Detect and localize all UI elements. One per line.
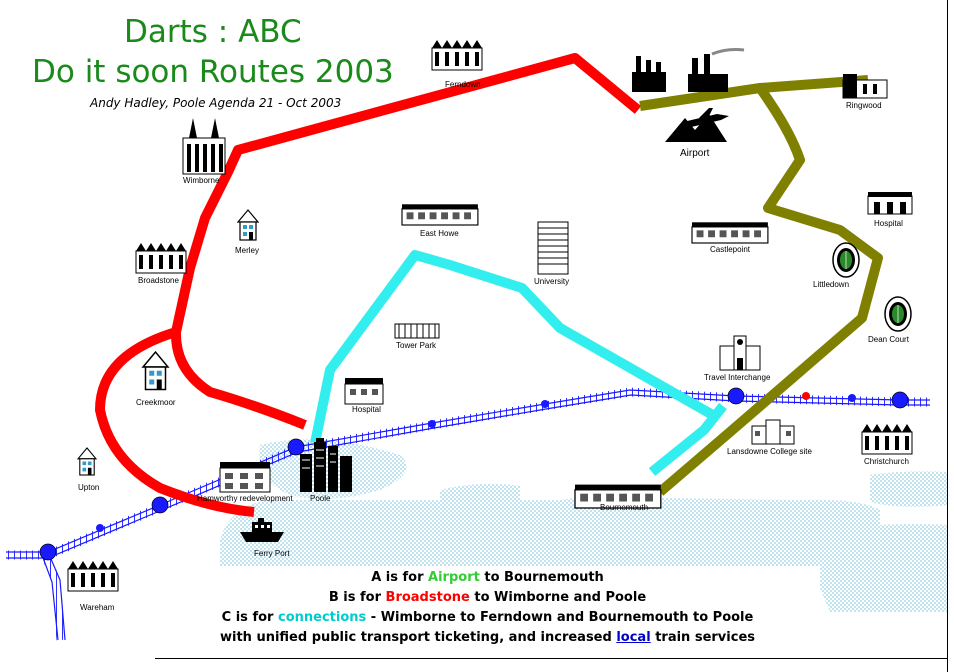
station-small-red — [802, 392, 810, 400]
label-lansdowne: Lansdowne College site — [727, 447, 812, 456]
building-icon — [431, 39, 483, 71]
legend-line-a: A is for Airport to Bournemouth — [155, 570, 820, 585]
legend-c-key: connections — [277, 610, 367, 625]
label-creekmoor: Creekmoor — [136, 398, 176, 407]
station-hamworthy — [151, 496, 169, 514]
legend-d-suffix: train services — [655, 630, 755, 645]
route-a-line — [639, 75, 883, 496]
label-bournemouth: Bournemouth — [600, 503, 649, 512]
label-hospital-east: Hospital — [874, 219, 903, 228]
legend-a-prefix: A is for — [371, 570, 424, 585]
label-east-howe: East Howe — [420, 229, 459, 238]
legend-b-prefix: B is for — [328, 590, 381, 605]
cathedral-icon — [182, 118, 226, 175]
route-b-line — [95, 53, 642, 517]
label-wimborne: Wimborne — [183, 176, 220, 185]
label-ferry-port: Ferry Port — [254, 549, 290, 558]
building-icon — [67, 560, 119, 592]
office-tower-icon — [719, 335, 761, 371]
legend-b-suffix: to Wimborne and Poole — [474, 590, 647, 605]
label-ringwood: Ringwood — [846, 101, 882, 110]
label-christchurch: Christchurch — [864, 457, 909, 466]
office-tower-icon — [537, 221, 569, 275]
station-christchurch — [891, 391, 909, 409]
ringwood-building-icon — [842, 74, 888, 99]
office-tower-icon — [300, 438, 352, 492]
label-broadstone: Broadstone — [138, 276, 179, 285]
label-castlepoint: Castlepoint — [710, 245, 751, 254]
airplane-icon — [665, 108, 729, 142]
house-icon — [77, 447, 97, 476]
legend-d-prefix: with unified public transport ticketing,… — [219, 630, 612, 645]
legend-local-link[interactable]: local — [616, 630, 651, 645]
station-poole — [287, 438, 305, 456]
label-merley: Merley — [235, 246, 260, 255]
label-poole: Poole — [310, 494, 331, 503]
house-icon — [142, 351, 169, 391]
building-icon — [751, 419, 795, 445]
label-upton: Upton — [78, 483, 100, 492]
label-ferndown: Ferndown — [445, 80, 481, 89]
station-small-4 — [848, 394, 856, 402]
label-littledown: Littledown — [813, 280, 850, 289]
label-hospital-poole: Hospital — [352, 405, 381, 414]
frame-edge-bottom — [155, 658, 947, 659]
frame-edge-right — [947, 0, 948, 672]
label-university: University — [534, 277, 570, 286]
building-icon — [344, 378, 384, 405]
stadium-icon — [832, 242, 860, 278]
station-small-2 — [428, 420, 436, 428]
building-icon — [219, 462, 271, 493]
legend-c-suffix: - Wimborne to Ferndown and Bournemouth t… — [370, 610, 754, 625]
legend-a-key: Airport — [428, 570, 480, 585]
building-icon — [394, 323, 440, 339]
legend-b-key: Broadstone — [385, 590, 470, 605]
building-icon — [691, 221, 769, 244]
ferry-icon — [240, 518, 284, 542]
building-icon — [861, 423, 913, 455]
legend-box: A is for Airport to Bournemouth B is for… — [155, 566, 820, 658]
station-small-1 — [96, 524, 104, 532]
railway-line — [6, 387, 930, 641]
building-icon — [401, 203, 479, 226]
legend-line-b: B is for Broadstone to Wimborne and Pool… — [155, 590, 820, 605]
map-title-line2: Do it soon Routes 2003 — [32, 54, 394, 90]
route-c-line — [310, 250, 727, 476]
building-icon — [867, 192, 913, 215]
map-byline: Andy Hadley, Poole Agenda 21 - Oct 2003 — [90, 96, 342, 110]
label-wareham: Wareham — [80, 603, 115, 612]
legend-line-c: C is for connections - Wimborne to Fernd… — [155, 610, 820, 625]
legend-c-prefix: C is for — [221, 610, 274, 625]
station-small-3 — [541, 400, 549, 408]
label-tower-park: Tower Park — [396, 341, 437, 350]
label-dean-court: Dean Court — [868, 335, 909, 344]
legend-a-suffix: to Bournemouth — [484, 570, 604, 585]
stadium-icon — [884, 296, 912, 332]
factory-icon — [632, 48, 745, 92]
building-icon — [135, 242, 187, 274]
map-title-line1: Darts : ABC — [124, 14, 302, 50]
house-icon — [237, 209, 259, 241]
legend-line-d: with unified public transport ticketing,… — [155, 630, 820, 645]
label-travel-interchange: Travel Interchange — [704, 373, 771, 382]
railway-stations — [39, 387, 909, 561]
label-airport: Airport — [680, 148, 710, 159]
station-bournemouth — [727, 387, 745, 405]
station-wareham-junction — [39, 543, 57, 561]
label-hamworthy: Hamworthy redevelopment — [197, 494, 293, 503]
